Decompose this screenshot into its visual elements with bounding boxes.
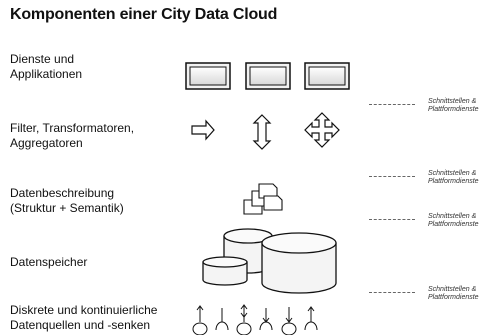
- interface-label: Schnittstellen &Plattformdienste: [428, 170, 479, 185]
- sensor-node-icon: [304, 306, 318, 331]
- interface-label: Schnittstellen &Plattformdienste: [428, 98, 479, 113]
- window-icon: [185, 62, 231, 90]
- layer-label-description: Datenbeschreibung (Struktur + Semantik): [10, 186, 124, 216]
- right-arrow-shape-icon: [191, 119, 215, 141]
- layer-label-line: Diskrete und kontinuierliche: [10, 303, 158, 317]
- layer-label-line: Aggregatoren: [10, 136, 83, 150]
- interface-divider: [369, 104, 415, 105]
- layer-label-services: Dienste und Applikationen: [10, 52, 82, 82]
- database-cylinder-icon: [202, 256, 248, 286]
- layer-label-line: Applikationen: [10, 67, 83, 81]
- interface-divider: [369, 292, 415, 293]
- four-way-arrow-shape-icon: [304, 112, 340, 148]
- database-cylinder-icon: [261, 232, 337, 294]
- layer-label-line: Datenquellen und -senken: [10, 318, 151, 332]
- sensor-node-icon: [192, 305, 208, 335]
- layer-label-sources: Diskrete und kontinuierliche Datenquelle…: [10, 303, 157, 333]
- window-icon: [304, 62, 350, 90]
- layer-label-line: (Struktur + Semantik): [10, 201, 124, 215]
- sensor-node-icon: [259, 308, 273, 331]
- up-down-arrow-shape-icon: [252, 114, 272, 150]
- interface-label: Schnittstellen &Plattformdienste: [428, 213, 479, 228]
- sensor-node-icon: [281, 307, 297, 335]
- document-stack-icon: [243, 183, 283, 215]
- layer-label-line: Dienste und: [10, 52, 75, 66]
- interface-divider: [369, 219, 415, 220]
- layer-label-storage: Datenspeicher: [10, 255, 87, 270]
- layer-label-filters: Filter, Transformatoren, Aggregatoren: [10, 121, 134, 151]
- sensor-node-icon: [215, 308, 229, 331]
- layer-label-line: Datenbeschreibung: [10, 186, 115, 200]
- layer-label-line: Datenspeicher: [10, 255, 88, 269]
- sensor-node-icon: [236, 304, 252, 335]
- window-icon: [245, 62, 291, 90]
- layer-label-line: Filter, Transformatoren,: [10, 121, 135, 135]
- page-title: Komponenten einer City Data Cloud: [10, 6, 278, 23]
- interface-divider: [369, 176, 415, 177]
- interface-label: Schnittstellen &Plattformdienste: [428, 286, 479, 301]
